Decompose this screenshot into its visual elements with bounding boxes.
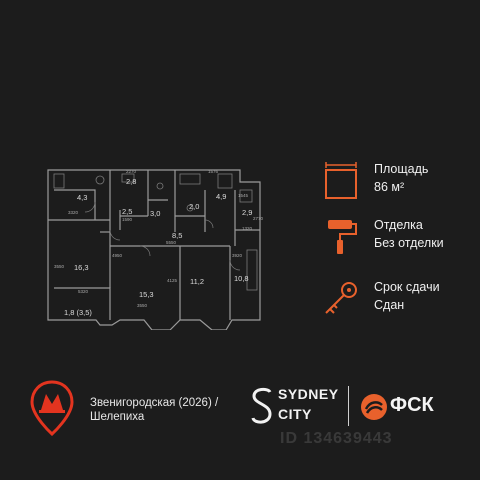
key-icon xyxy=(325,282,357,314)
area-icon xyxy=(325,162,357,199)
sydney-city-logo: SYDNEY CITY xyxy=(250,384,342,428)
delivery-value: Сдан xyxy=(374,298,405,312)
dimension-label: 3550 xyxy=(54,264,65,269)
fsk-logo: ФСК xyxy=(360,390,450,426)
room-label: 10,8 xyxy=(234,274,249,283)
dimension-label: 1590 xyxy=(122,217,133,222)
station-line-1: Звенигородская (2026) / xyxy=(90,397,219,409)
metro-icon xyxy=(30,380,74,436)
dimension-label: 3550 xyxy=(137,303,148,308)
room-label: 3,0 xyxy=(150,209,161,218)
fsk-emblem-icon xyxy=(361,394,387,420)
room-label: 8,5 xyxy=(172,231,183,240)
finish-label: Отделка xyxy=(374,218,423,232)
sydney-s-icon xyxy=(251,387,272,424)
floor-plan-drawing xyxy=(47,169,261,330)
room-label: 4,9 xyxy=(216,192,227,201)
dimension-label: 1545 xyxy=(238,193,249,198)
room-label: 2,9 xyxy=(242,208,253,217)
dimension-label: 1320 xyxy=(242,226,253,231)
dimension-label: 2270 xyxy=(126,169,137,174)
developer-name: ФСК xyxy=(390,394,434,416)
room-label: 15,3 xyxy=(139,290,154,299)
dimension-label: 3320 xyxy=(68,210,79,215)
delivery-label: Срок сдачи xyxy=(374,280,440,294)
floor-plan: 4,3 2,8 2,5 3,0 2,0 4,9 2,9 8,5 16,3 15,… xyxy=(40,160,280,330)
dimension-label: 2770 xyxy=(253,216,264,221)
room-label: 2,5 xyxy=(122,207,133,216)
room-label: 16,3 xyxy=(74,263,89,272)
dimension-label: 1576 xyxy=(208,169,219,174)
room-label: 1,8 (3,5) xyxy=(64,308,92,317)
room-label: 4,3 xyxy=(77,193,88,202)
metro-station: Звенигородская (2026) / Шелепиха xyxy=(90,396,218,424)
dimension-label: 4125 xyxy=(167,278,178,283)
area-value: 86 м² xyxy=(374,180,405,194)
dimension-label: 3920 xyxy=(232,253,243,258)
dimension-label: 4950 xyxy=(112,253,123,258)
brand-line-2: CITY xyxy=(278,406,312,422)
room-label: 11,2 xyxy=(190,277,205,286)
paint-roller-icon xyxy=(328,220,357,254)
room-label: 2,8 xyxy=(126,177,137,186)
watermark: ID 134639443 xyxy=(280,430,393,447)
brand-line-1: SYDNEY xyxy=(278,386,339,402)
area-label: Площадь xyxy=(374,162,429,176)
dimension-label: 5550 xyxy=(166,240,177,245)
dimension-label: 5320 xyxy=(78,289,89,294)
logo-divider xyxy=(348,386,349,426)
finish-value: Без отделки xyxy=(374,236,444,250)
station-line-2: Шелепиха xyxy=(90,411,145,423)
room-label: 2,0 xyxy=(189,202,200,211)
